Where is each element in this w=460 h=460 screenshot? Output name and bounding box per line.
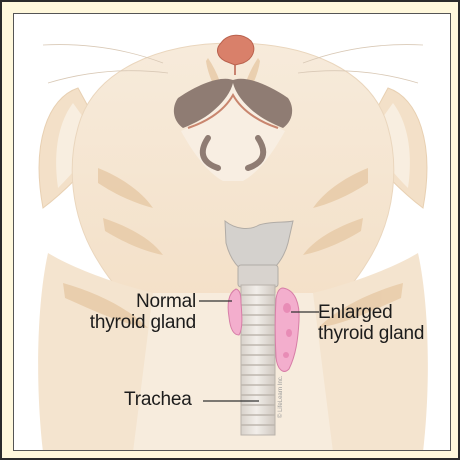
copyright-credit: © LifeLearn Inc. — [278, 376, 284, 418]
trachea — [241, 285, 275, 435]
illustration-panel: © LifeLearn Inc. — [13, 13, 451, 451]
normal-label-line2: thyroid gland — [68, 312, 196, 333]
cat-neck-illustration — [14, 14, 451, 451]
normal-thyroid-label: Normal thyroid gland — [68, 291, 196, 333]
trachea-label-text: Trachea — [124, 389, 204, 410]
enlarged-label-line2: thyroid gland — [318, 323, 453, 344]
enlarged-label-line1: Enlarged — [318, 302, 453, 323]
enlarged-thyroid-label: Enlarged thyroid gland — [318, 302, 453, 344]
normal-label-line1: Normal — [68, 291, 196, 312]
trachea-label: Trachea — [124, 389, 204, 410]
